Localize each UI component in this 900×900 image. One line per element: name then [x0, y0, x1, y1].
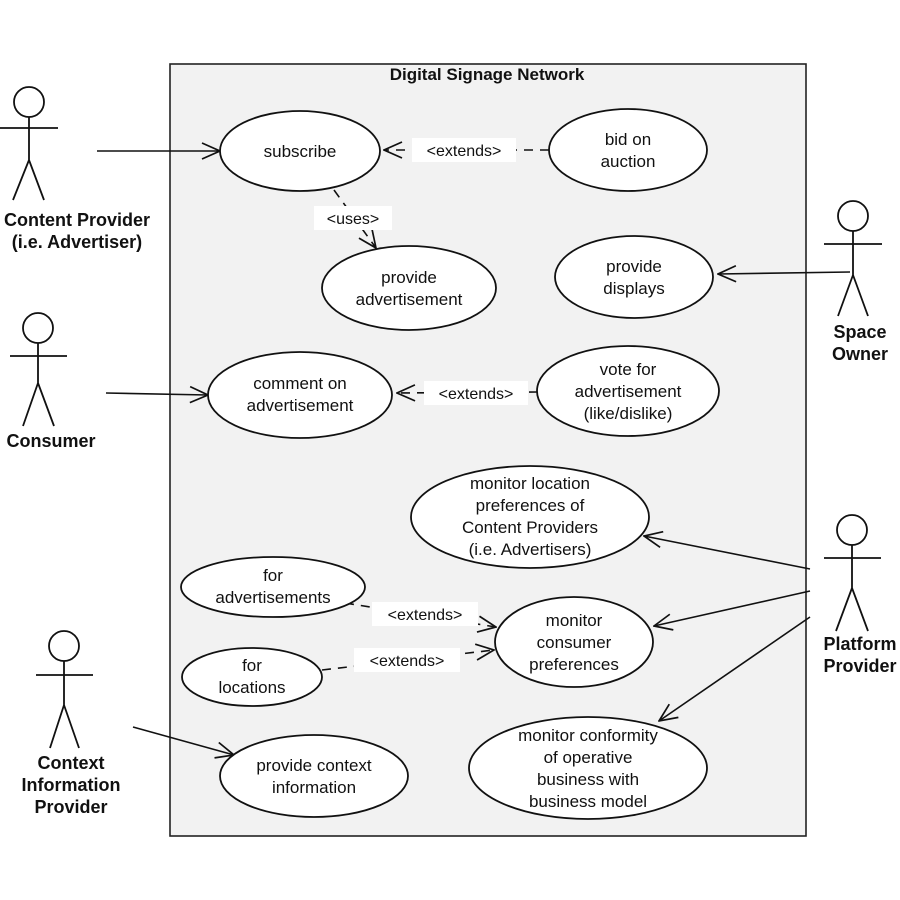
use-case-monitor-consumer-preferences — [494, 596, 654, 688]
use-case-label-comment: comment on advertisement — [247, 374, 354, 415]
actor-label-space-owner-line-1: Space — [833, 322, 886, 342]
assoc-consumer-comment — [105, 393, 208, 395]
actor-label-context-provider-line-2: Information — [22, 775, 121, 795]
use-case-label-monitor-consumer-line-3: preferences — [529, 655, 619, 674]
use-case-for-locations — [181, 647, 323, 707]
use-case-label-monitor-conformity-line-4: business model — [529, 792, 647, 811]
use-case-label-monitor-consumer-line-2: consumer — [537, 633, 612, 652]
use-case-label-monitor-conformity-line-3: business with — [537, 770, 639, 789]
use-case-label-for-locations-line-2: locations — [218, 678, 285, 697]
use-case-label-provide-ad-line-2: advertisement — [356, 290, 463, 309]
use-case-label-bid: bid on auction — [601, 130, 656, 171]
actor-label-platform-provider-line-2: Provider — [823, 656, 896, 676]
use-case-label-bid-line-1: bid on — [605, 130, 651, 149]
label-extends-bid: <extends> — [427, 143, 502, 160]
use-case-label-for-locations-line-1: for — [242, 656, 262, 675]
actor-label-content-provider: Content Provider(i.e. Advertiser) — [4, 210, 150, 252]
assoc-platform-monitor-conformity — [659, 616, 811, 721]
actor-consumer: Consumer — [6, 312, 96, 451]
use-case-label-for-locations: for locations — [218, 656, 285, 697]
label-extends-for-ads: <extends> — [388, 607, 463, 624]
use-case-label-vote-line-1: vote for — [600, 360, 657, 379]
use-case-label-vote-line-3: (like/dislike) — [584, 404, 673, 423]
stick-figure-icon — [10, 343, 67, 427]
use-case-label-provide-displays: provide displays — [603, 257, 664, 298]
use-case-label-monitor-location: monitor location preferences of Content Pr… — [462, 474, 598, 559]
label-extends-for-locations: <extends> — [370, 653, 445, 670]
stick-figure-icon — [0, 117, 58, 201]
use-case-label-for-ads-line-2: advertisements — [215, 588, 330, 607]
use-case-label-monitor-conformity: monitor conformity of operative business w… — [518, 726, 658, 811]
system-boundary — [169, 63, 807, 837]
assoc-platform-monitor-location — [644, 536, 811, 570]
use-case-label-comment-line-2: advertisement — [247, 396, 354, 415]
actor-label-consumer-line-1: Consumer — [6, 431, 95, 451]
actor-head-icon — [13, 86, 45, 118]
label-uses-provide-ad: <uses> — [327, 211, 379, 228]
assoc-space-owner-displays — [718, 272, 851, 274]
use-case-bid-on-auction — [548, 108, 708, 192]
actor-label-space-owner-line-2: Owner — [832, 344, 888, 364]
use-case-monitor-location-preferences — [410, 465, 650, 569]
use-case-label-vote-line-2: advertisement — [575, 382, 682, 401]
use-case-label-provide-displays-line-1: provide — [606, 257, 662, 276]
use-case-label-monitor-consumer-line-1: monitor — [546, 611, 603, 630]
use-case-label-provide-displays-line-2: displays — [603, 279, 664, 298]
relation-labels: <extends> <uses> <extends> <extends> <ex… — [314, 138, 528, 672]
use-case-for-advertisements — [180, 556, 366, 618]
actor-head-icon — [836, 514, 868, 546]
actor-label-consumer: Consumer — [6, 431, 95, 451]
assoc-context-provider-provide-context — [132, 726, 234, 755]
use-case-label-monitor-conformity-line-1: monitor conformity — [518, 726, 658, 745]
use-case-provide-context-information — [219, 734, 409, 818]
use-case-provide-advertisement — [321, 245, 497, 331]
use-case-label-provide-context: provide context information — [256, 756, 372, 797]
assoc-platform-monitor-consumer — [654, 590, 811, 626]
label-extends-vote: <extends> — [439, 386, 514, 403]
use-case-label-bid-line-2: auction — [601, 152, 656, 171]
use-case-label-vote: vote for advertisement (like/dislike) — [575, 360, 682, 423]
use-cases: subscribe bid on auction provide advertise… — [180, 108, 720, 820]
use-case-label-comment-line-1: comment on — [253, 374, 347, 393]
use-case-vote-for-advertisement — [536, 345, 720, 437]
use-case-label-for-ads: for advertisements — [215, 566, 330, 607]
use-case-label-provide-ad: provide advertisement — [356, 268, 463, 309]
use-case-label-monitor-consumer: monitor consumer preferences — [529, 611, 619, 674]
actor-head-icon — [48, 630, 80, 662]
actor-head-icon — [837, 200, 869, 232]
use-case-subscribe — [219, 110, 381, 192]
actor-content-provider: Content Provider(i.e. Advertiser) — [0, 86, 150, 252]
system-title: Digital Signage Network — [390, 65, 585, 84]
use-case-monitor-conformity — [468, 716, 708, 820]
use-case-label-monitor-location-line-3: Content Providers — [462, 518, 598, 537]
use-case-label-for-ads-line-1: for — [263, 566, 283, 585]
use-case-label-provide-context-line-1: provide context — [256, 756, 372, 775]
actor-label-content-provider-line-2: (i.e. Advertiser) — [12, 232, 142, 252]
use-case-label-monitor-location-line-1: monitor location — [470, 474, 590, 493]
stick-figure-icon — [824, 545, 881, 632]
use-case-label-monitor-conformity-line-2: of operative — [544, 748, 633, 767]
actor-label-platform-provider-line-1: Platform — [823, 634, 896, 654]
use-case-provide-displays — [554, 235, 714, 319]
use-case-label-provide-ad-line-1: provide — [381, 268, 437, 287]
stick-figure-icon — [36, 661, 93, 749]
use-case-label-monitor-location-line-2: preferences of — [476, 496, 585, 515]
use-case-comment-on-advertisement — [207, 351, 393, 439]
actor-head-icon — [22, 312, 54, 344]
actor-label-content-provider-line-1: Content Provider — [4, 210, 150, 230]
use-case-label-subscribe: subscribe — [264, 142, 337, 161]
use-case-label-provide-context-line-2: information — [272, 778, 356, 797]
stick-figure-icon — [824, 231, 882, 317]
use-case-label-subscribe-line-1: subscribe — [264, 142, 337, 161]
actor-label-context-provider-line-3: Provider — [34, 797, 107, 817]
actor-label-context-provider-line-1: Context — [38, 753, 105, 773]
use-case-label-monitor-location-line-4: (i.e. Advertisers) — [469, 540, 592, 559]
